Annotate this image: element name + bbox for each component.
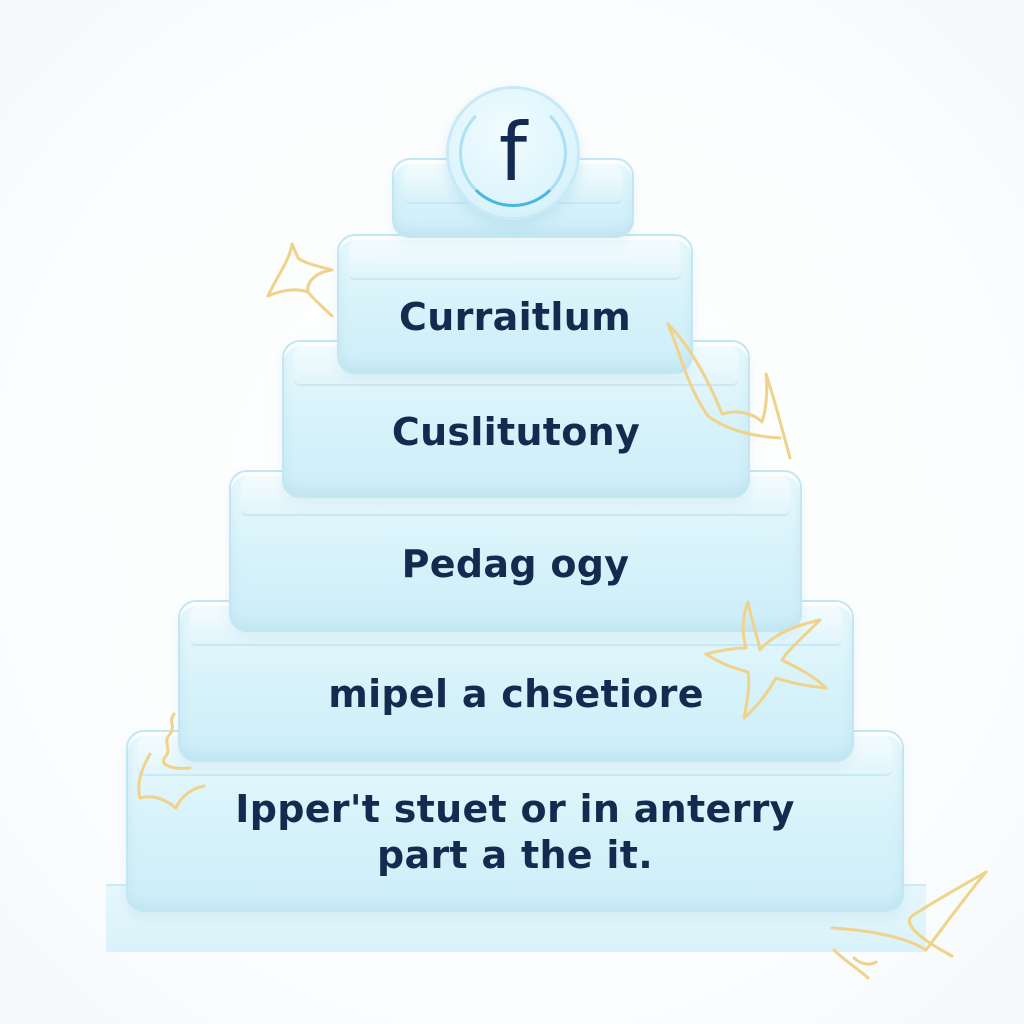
logo-glyph: f	[498, 106, 528, 199]
pyramid-tier-1: Curraitlum	[337, 234, 693, 374]
tier-5-label: Ipper't stuet or in anterry part a the i…	[235, 787, 795, 877]
logo-ring	[459, 99, 567, 207]
tier-1-label: Curraitlum	[399, 295, 631, 339]
bird-doodle-icon	[830, 870, 988, 980]
star-doodle-icon	[266, 242, 334, 318]
squiggle-doodle-icon	[137, 712, 206, 810]
leaf-doodle-icon	[666, 322, 792, 460]
f-letter-badge-icon: f	[446, 86, 580, 220]
tier-4-label: mipel a chsetiore	[328, 672, 704, 716]
flower-doodle-icon	[704, 600, 828, 720]
tier-2-label: Cuslitutony	[391, 410, 641, 454]
tier-3-label: Pedag ogy	[401, 542, 630, 586]
pyramid-top-cap	[392, 158, 634, 238]
